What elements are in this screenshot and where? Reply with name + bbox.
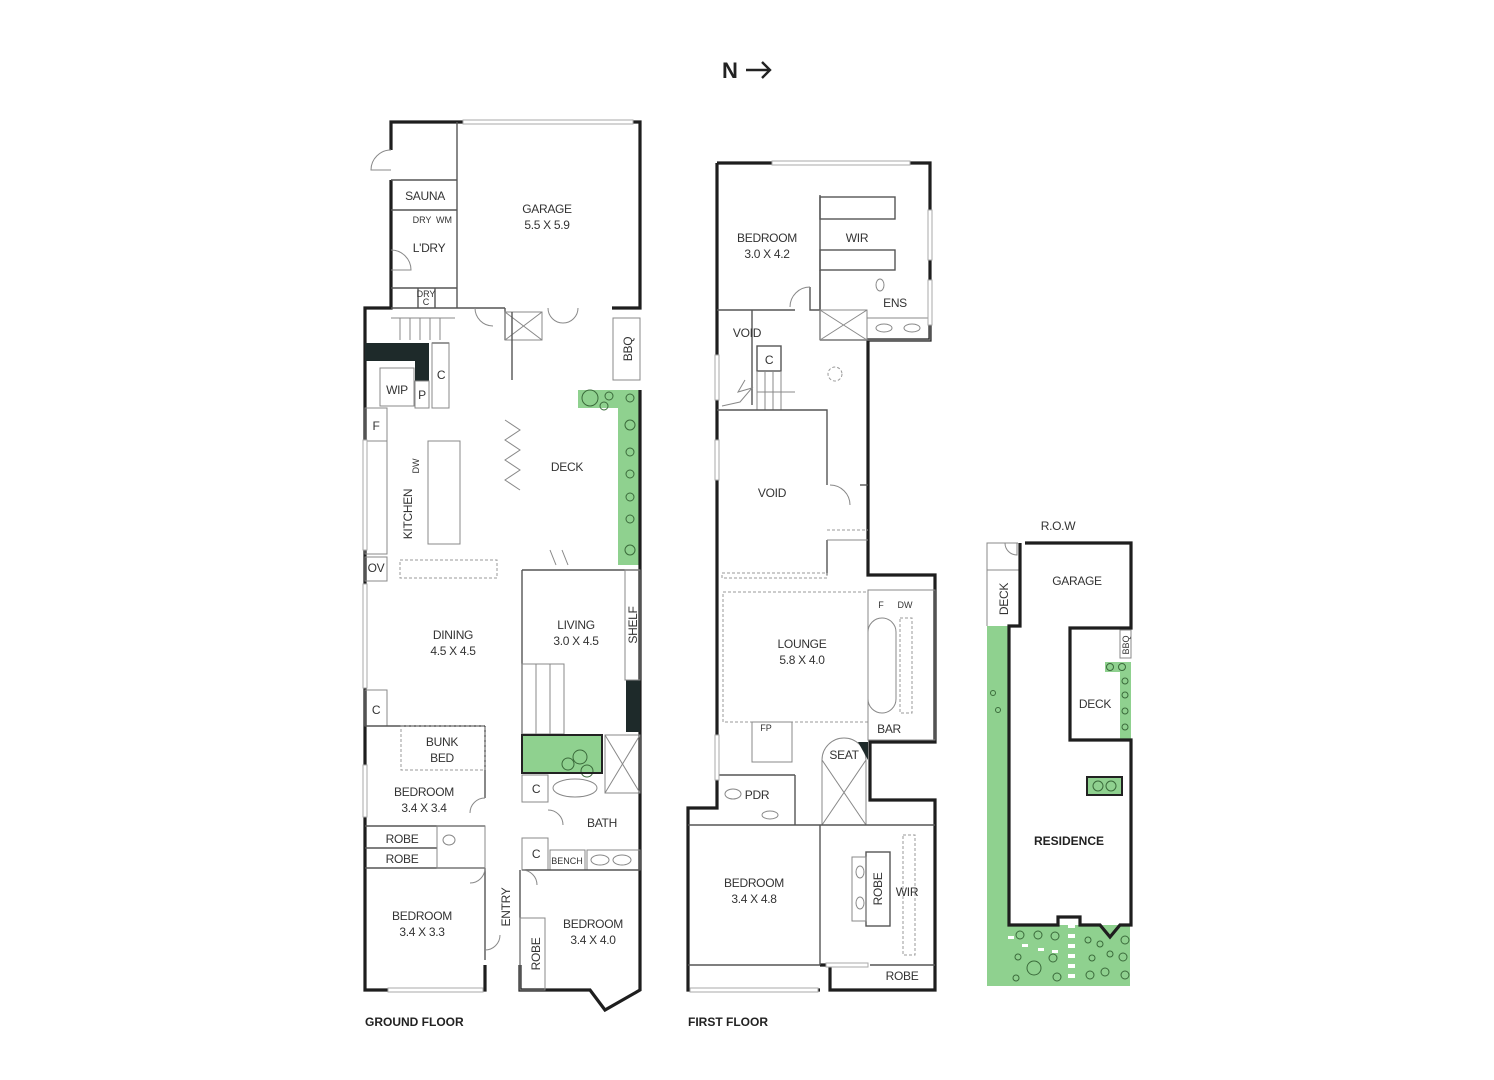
room-dim-bedroom-2: 3.4 X 3.3 <box>399 925 445 939</box>
room-label-deck: DECK <box>551 460 583 474</box>
robe-label-1: ROBE <box>386 832 419 846</box>
room-label-garage: GARAGE <box>522 202 572 216</box>
room-label-void-2: VOID <box>758 486 787 500</box>
appliance-label-dishwasher: DW <box>898 600 913 610</box>
room-label-bedroom-1: BEDROOM <box>394 785 454 799</box>
stairs <box>756 372 795 410</box>
room-label-entry: ENTRY <box>499 887 513 926</box>
room-label-ensuite: ENS <box>883 296 907 310</box>
room-label-wir-2: WIR <box>896 885 919 899</box>
appliance-label-washing-machine: WM <box>436 215 452 225</box>
appliance-label-fridge: F <box>878 600 884 610</box>
room-dim-dining: 4.5 X 4.5 <box>430 644 476 658</box>
label-right-of-way: R.O.W <box>1041 519 1076 533</box>
appliance-label-dryer: DRY <box>413 215 432 225</box>
room-label-dining: DINING <box>433 628 473 642</box>
room-label-sauna: SAUNA <box>405 189 445 203</box>
cupboard-label: C <box>437 368 446 382</box>
appliance-label-fridge: F <box>372 419 379 433</box>
cupboard-label: C <box>765 353 774 367</box>
room-dim-bedroom-3: 3.4 X 4.0 <box>570 933 616 947</box>
floor-title-ground: GROUND FLOOR <box>365 1015 464 1029</box>
robe-label-3: ROBE <box>529 937 543 970</box>
room-label-powder-room: PDR <box>745 788 770 802</box>
courtyard-planter <box>522 735 602 773</box>
cupboard-label-bath-2: C <box>532 847 541 861</box>
site-label-side-deck: DECK <box>997 583 1011 615</box>
site-label-bbq: BBQ <box>1121 635 1131 654</box>
fixture-label-bar: BAR <box>877 722 901 736</box>
room-label-laundry: L'DRY <box>413 241 446 255</box>
room-label-lounge: LOUNGE <box>778 637 827 651</box>
robe-label-2: ROBE <box>886 969 919 983</box>
room-dim-bedroom-1: 3.0 X 4.2 <box>744 247 790 261</box>
ground-floor-plan: SAUNA DRY WM L'DRY DRY C GARAGE 5.5 X 5.… <box>362 119 642 1029</box>
room-label-bedroom-1: BEDROOM <box>737 231 797 245</box>
site-label-residence: RESIDENCE <box>1034 834 1104 848</box>
fixture-label-bench: BENCH <box>551 856 583 866</box>
room-label-bedroom-2: BEDROOM <box>392 909 452 923</box>
furniture-label-bunk: BUNK <box>426 735 458 749</box>
room-label-wir-1: WIR <box>846 231 869 245</box>
room-dim-living: 3.0 X 4.5 <box>553 634 599 648</box>
stairs <box>391 317 455 340</box>
room-label-wip: WIP <box>386 383 408 397</box>
site-label-deck: DECK <box>1079 697 1111 711</box>
north-arrow-icon <box>746 61 772 79</box>
fixture-label-shelf: SHELF <box>626 606 640 643</box>
room-dim-lounge: 5.8 X 4.0 <box>779 653 825 667</box>
room-label-living: LIVING <box>557 618 595 632</box>
floor-title-first: FIRST FLOOR <box>688 1015 768 1029</box>
cupboard-label-dining: C <box>372 703 381 717</box>
side-garden <box>987 626 1009 986</box>
first-floor-plan: BEDROOM 3.0 X 4.2 WIR ENS VOID C VOID F … <box>686 160 937 1029</box>
room-label-kitchen: KITCHEN <box>401 489 415 540</box>
robe-label-2: ROBE <box>386 852 419 866</box>
room-label-void-1: VOID <box>733 326 762 340</box>
north-compass: N <box>722 58 772 83</box>
fixture-label-bbq: BBQ <box>621 337 635 361</box>
room-label-bedroom-2: BEDROOM <box>724 876 784 890</box>
fixture-label-fireplace: FP <box>760 723 772 733</box>
tree-icon <box>561 389 636 778</box>
robe-label-1: ROBE <box>871 872 885 905</box>
cupboard-label-c: C <box>423 297 430 307</box>
tree-icon <box>990 663 1130 982</box>
appliance-label-oven: OV <box>368 561 385 575</box>
site-plan: R.O.W GARAGE DECK BBQ DECK RESIDENCE <box>986 519 1133 986</box>
room-label-bedroom-3: BEDROOM <box>563 917 623 931</box>
appliance-label-dishwasher: DW <box>411 458 421 473</box>
north-label: N <box>722 58 738 83</box>
cupboard-label-dry: DRY <box>417 289 436 299</box>
stepping-stones <box>1008 924 1075 978</box>
room-label-bath: BATH <box>587 816 617 830</box>
cupboard-label-bath-1: C <box>532 782 541 796</box>
deck-planter <box>578 390 640 565</box>
fixture-label-seat: SEAT <box>829 748 859 762</box>
site-label-garage: GARAGE <box>1052 574 1102 588</box>
room-label-pantry: P <box>418 388 426 402</box>
room-dim-bedroom-2: 3.4 X 4.8 <box>731 892 777 906</box>
room-dim-bedroom-1: 3.4 X 3.4 <box>401 801 447 815</box>
room-dim-garage: 5.5 X 5.9 <box>524 218 570 232</box>
furniture-label-bed: BED <box>430 751 454 765</box>
